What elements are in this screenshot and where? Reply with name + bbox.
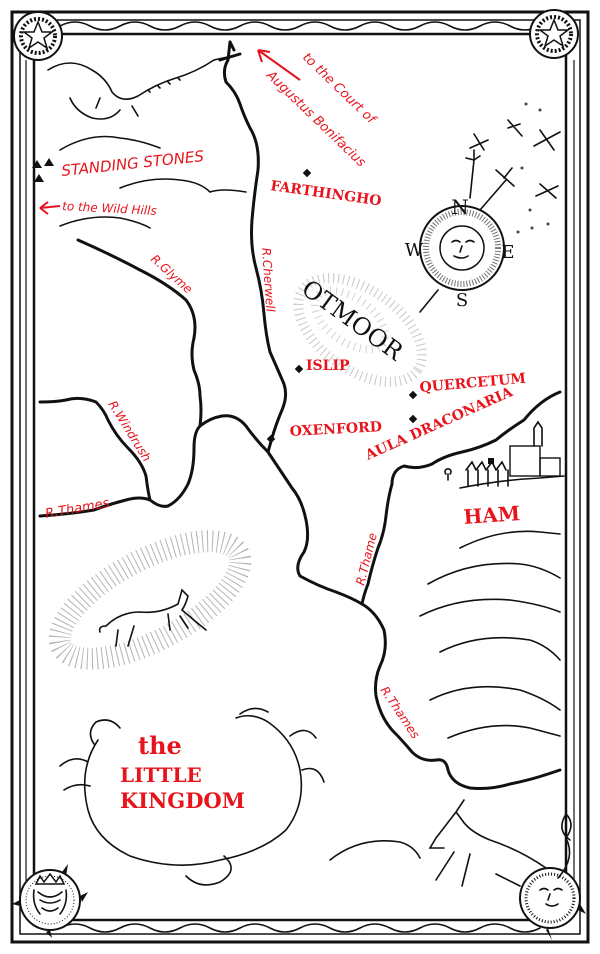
arrow-to-court-icon	[257, 49, 301, 81]
label-islip: ISLIP	[306, 358, 350, 374]
label-river-cherwell: R.Cherwell	[259, 247, 277, 313]
label-otmoor: OTMOOR	[296, 274, 408, 366]
river-thames-central	[266, 450, 562, 790]
compass-w-label: W	[405, 240, 424, 261]
label-farthingho: FARTHINGHO	[269, 178, 382, 209]
map-title: the LITTLE KINGDOM	[120, 731, 245, 813]
river-thame	[360, 390, 562, 606]
town-marker-ham	[488, 458, 494, 464]
unicorn-icon	[48, 530, 252, 670]
ham-village-icon	[444, 420, 565, 489]
hound-icon	[428, 799, 547, 887]
town-marker-quercetum	[408, 390, 418, 400]
town-marker-farthingho	[302, 168, 312, 178]
title-line-the: the	[138, 731, 182, 760]
standing-stones-icon	[32, 158, 54, 182]
label-river-thames-east: R.Thames	[378, 684, 423, 741]
label-wild-hills: to the Wild Hills	[62, 199, 157, 218]
arrows	[39, 49, 301, 215]
town-markers	[266, 168, 494, 464]
corner-king-face-bottom-left-icon	[12, 864, 88, 938]
arrow-to-wild-hills-icon	[39, 201, 61, 215]
rivers	[38, 40, 562, 790]
corner-star-top-left-icon	[13, 11, 63, 61]
corner-sun-face-bottom-right-icon	[519, 812, 586, 940]
serpent-icon	[47, 55, 233, 120]
compass-s-label: S	[456, 290, 468, 311]
compass-rose-icon: N E S W	[405, 149, 515, 313]
label-ham: HAM	[463, 501, 521, 529]
map-frame	[10, 10, 590, 944]
title-line-little: LITTLE	[120, 763, 202, 787]
label-aula-draconaria: AULA DRACONARIA	[362, 384, 516, 464]
compass-n-label: N	[451, 195, 469, 219]
label-court-line2: Augustus Bonifacius	[263, 67, 369, 170]
title-line-kingdom: KINGDOM	[120, 788, 245, 813]
town-marker-islip	[294, 364, 304, 374]
dragons-icon	[59, 707, 325, 886]
dragonfly-icons	[469, 102, 561, 234]
corner-star-top-right-icon	[529, 9, 579, 59]
label-oxenford: OXENFORD	[289, 419, 382, 440]
compass-e-label: E	[501, 242, 514, 263]
river-thames-west	[38, 414, 270, 518]
town-marker-aula	[408, 414, 418, 424]
label-river-thames-west: R.Thames	[44, 496, 111, 522]
river-cherwell	[222, 40, 288, 454]
otmoor-marsh	[293, 273, 427, 387]
river-glyme	[76, 238, 203, 428]
hills	[59, 135, 561, 861]
town-marker-oxenford	[266, 434, 276, 444]
label-standing-stones: STANDING STONES	[61, 147, 206, 180]
river-windrush	[38, 396, 152, 502]
